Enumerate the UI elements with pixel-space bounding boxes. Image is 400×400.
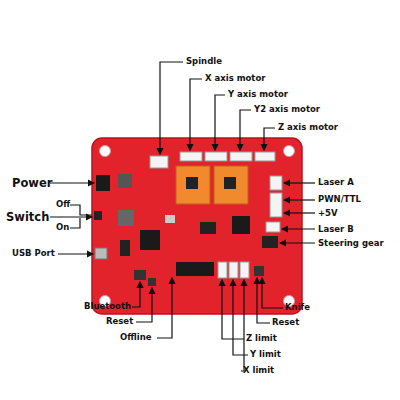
switch [94,211,102,220]
motor-connector [180,152,202,161]
callout-label: Laser B [318,224,354,235]
callout-label: Bluetooth [84,301,131,312]
chip [120,240,130,256]
callout-label: X limit [243,365,274,376]
reset-button [148,278,156,286]
callout-label: Steering gear [318,238,384,249]
chip [232,216,250,234]
motor-connector [255,152,275,161]
header [176,262,214,276]
callout-label: Y limit [250,349,281,360]
callout-label: Off [56,199,70,210]
motor-connector [230,152,252,161]
limit-connector [229,262,238,278]
callout-label: Y2 axis motor [254,104,320,115]
stepper-driver [214,166,248,204]
callout-label: Laser A [318,177,354,188]
callout-label: Z limit [246,333,277,344]
power-jack [96,175,110,191]
limit-connector [240,262,249,278]
callout-label: Reset [106,316,133,327]
callout-label: Switch [6,210,49,224]
servo-header [262,236,278,248]
callout-label: Spindle [186,56,222,67]
limit-connector [218,262,227,278]
callout-label: Offline [120,332,151,343]
callout-label: Power [12,176,52,190]
callout-label: X axis motor [205,73,265,84]
spindle-connector [150,156,168,168]
bluetooth-header [134,270,146,280]
inductor [118,174,132,188]
mount-hole [100,146,111,157]
callout-label: On [56,222,69,233]
callout-label: USB Port [12,248,55,259]
crystal [165,215,175,223]
mcu-chip [140,230,160,250]
chip [200,222,216,234]
inductor [118,210,134,226]
callout-label: Y axis motor [228,89,288,100]
mount-hole [284,146,295,157]
callout-label: Z axis motor [278,122,338,133]
motor-connector [205,152,227,161]
laser-connector [266,222,280,232]
driver-chip [224,177,236,189]
pcb-board [92,138,302,314]
callout-label: Knife [285,302,310,313]
callout-label: PWN/TTL [318,194,361,205]
driver-chip [186,177,198,189]
stepper-driver [176,166,210,204]
callout-label: +5V [318,208,338,219]
usb-port [95,248,107,259]
reset-button [254,266,264,276]
callout-label: Reset [272,317,299,328]
pwm-connector [270,193,282,217]
laser-connector [270,176,282,190]
